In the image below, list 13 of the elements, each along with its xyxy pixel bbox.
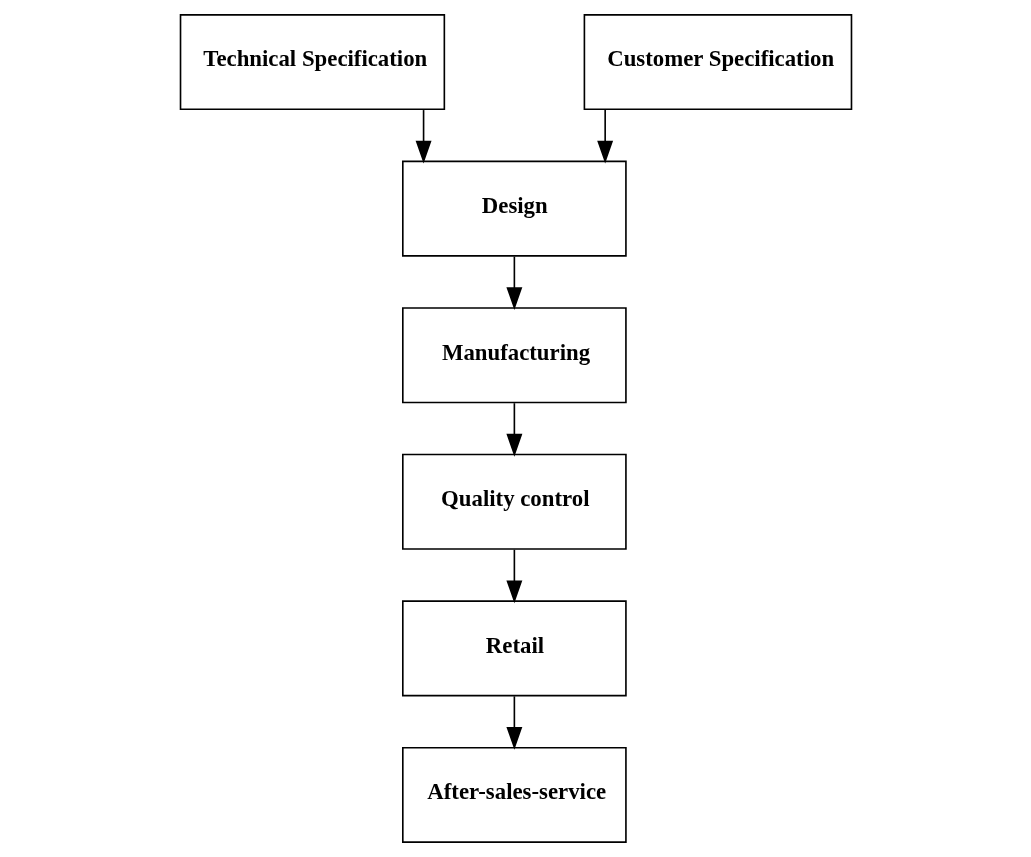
- arrow: [505, 402, 522, 457]
- arrow: [505, 255, 522, 311]
- node-box: Customer Specification: [583, 14, 852, 111]
- node-box: Technical Specification: [179, 14, 445, 111]
- arrow: [505, 548, 522, 604]
- node-box: Design: [401, 160, 627, 257]
- arrow: [505, 695, 522, 750]
- node-box: Retail: [401, 600, 627, 697]
- node-box: After-sales-service: [401, 746, 627, 843]
- node-box: Quality control: [401, 453, 627, 550]
- arrow: [596, 109, 613, 164]
- arrow: [415, 109, 432, 164]
- node-box: Manufacturing: [401, 307, 627, 404]
